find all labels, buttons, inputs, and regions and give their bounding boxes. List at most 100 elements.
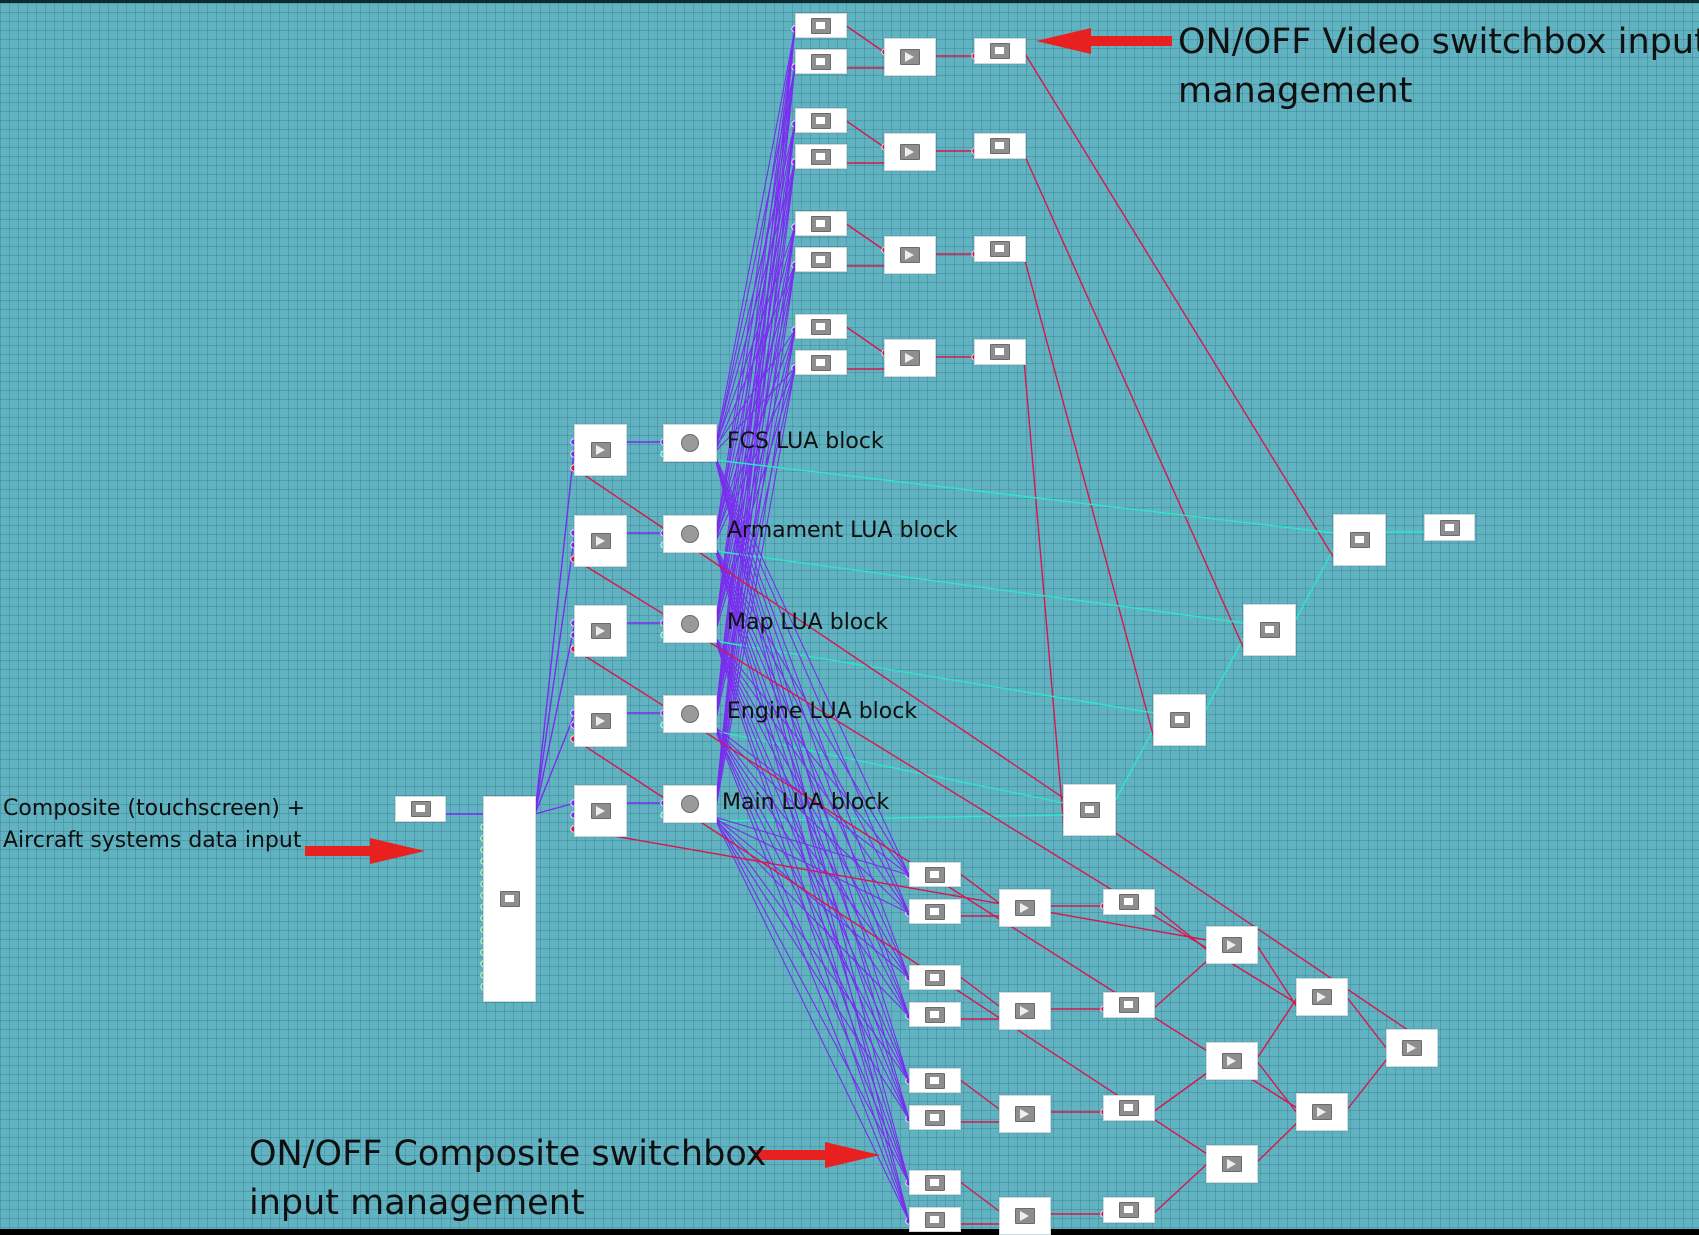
video-router-a-2[interactable]	[795, 211, 847, 236]
wire-lua0-ca2	[714, 455, 910, 1082]
router-block-engine[interactable]	[574, 695, 627, 747]
lua-icon	[681, 795, 699, 813]
wire-lua4-cb3	[714, 818, 910, 1222]
comp-router-b-2[interactable]	[909, 1105, 961, 1130]
monitor-3[interactable]	[1153, 694, 1206, 746]
router-icon	[811, 354, 831, 371]
video-router-b-0[interactable]	[795, 49, 847, 74]
video-router-a-3[interactable]	[795, 314, 847, 339]
mixer-play-icon	[900, 247, 920, 263]
monitor-4[interactable]	[1063, 784, 1116, 836]
video-router-a-0[interactable]	[795, 13, 847, 38]
input-splitter-block[interactable]	[483, 796, 536, 1002]
video-mixer-0[interactable]	[884, 38, 936, 76]
comp-router-b-1[interactable]	[909, 1002, 961, 1027]
wire-lua1-cb3	[714, 548, 910, 1222]
annotation-composite-switchbox-line1: ON/OFF Composite switchbox	[249, 1134, 767, 1174]
mixer-play-icon	[1222, 1053, 1242, 1069]
wire-lua2-cb3	[714, 638, 910, 1222]
comp-mixer-3[interactable]	[999, 1197, 1051, 1235]
wire-lua2-ca3	[714, 636, 910, 1184]
wire-va-mix-3	[844, 325, 885, 354]
mixer-play-icon	[1312, 1104, 1332, 1120]
router-icon	[811, 17, 831, 34]
video-mixer-2[interactable]	[884, 236, 936, 274]
video-router-b-3[interactable]	[795, 350, 847, 375]
video-switch-1[interactable]	[974, 133, 1026, 159]
wire-splitter-to-router-map	[534, 622, 576, 815]
wire-splitter-to-router-engine	[534, 712, 576, 815]
router-icon	[811, 251, 831, 268]
wire-lua0-va3	[714, 329, 796, 449]
wire-lua4-ca2	[714, 816, 910, 1082]
wire-lua-fcs-m1	[714, 459, 1335, 534]
router-icon	[925, 1109, 945, 1126]
wire-lua2-ca1	[714, 636, 910, 979]
video-router-a-1[interactable]	[795, 108, 847, 133]
tree-mixer-1[interactable]	[1206, 926, 1258, 964]
switch-icon	[1119, 894, 1139, 910]
comp-router-b-3[interactable]	[909, 1207, 961, 1232]
video-switch-3[interactable]	[974, 339, 1026, 365]
video-switch-0[interactable]	[974, 38, 1026, 64]
wire-splitter-to-router-fcs	[534, 441, 576, 815]
router-icon	[590, 803, 611, 819]
mixer-play-icon	[1312, 989, 1332, 1005]
tree-mixer-4[interactable]	[1296, 978, 1348, 1016]
monitor-1[interactable]	[1333, 514, 1386, 566]
wire-lua3-va1	[714, 123, 796, 720]
video-router-b-2[interactable]	[795, 247, 847, 272]
comp-router-a-2[interactable]	[909, 1068, 961, 1093]
mixer-play-icon	[1015, 900, 1035, 916]
comp-mixer-0[interactable]	[999, 889, 1051, 927]
tree-mixer-3[interactable]	[1206, 1145, 1258, 1183]
mixer-play-icon	[900, 144, 920, 160]
comp-switch-0[interactable]	[1103, 889, 1155, 915]
switch-icon	[990, 43, 1010, 59]
comp-switch-3[interactable]	[1103, 1197, 1155, 1223]
comp-switch-2[interactable]	[1103, 1095, 1155, 1121]
wire-lua2-ca0	[714, 636, 910, 876]
wire-lua4-vb1	[714, 161, 796, 814]
wire-lua0-ca1	[714, 455, 910, 979]
router-block-map[interactable]	[574, 605, 627, 657]
wire-lua1-ca3	[714, 546, 910, 1184]
tree-mixer-5[interactable]	[1296, 1093, 1348, 1131]
tree-mixer-2[interactable]	[1206, 1042, 1258, 1080]
lua-block-main[interactable]	[663, 785, 717, 823]
comp-switch-1[interactable]	[1103, 992, 1155, 1018]
monitor-icon	[1169, 712, 1190, 728]
output-block[interactable]	[1424, 514, 1475, 541]
wire-lua2-cb0	[714, 638, 910, 914]
monitor-2[interactable]	[1243, 604, 1296, 656]
lua-block-armament[interactable]	[663, 515, 717, 553]
router-block-main[interactable]	[574, 785, 627, 837]
router-block-armament[interactable]	[574, 515, 627, 567]
router-icon	[590, 623, 611, 639]
comp-router-a-0[interactable]	[909, 862, 961, 887]
source-block[interactable]	[395, 796, 446, 822]
lua-block-fcs[interactable]	[663, 424, 717, 462]
wire-lua0-va1	[714, 123, 796, 449]
tree-mixer-6[interactable]	[1386, 1029, 1438, 1067]
router-block-fcs[interactable]	[574, 424, 627, 476]
video-router-b-1[interactable]	[795, 144, 847, 169]
router-icon	[590, 713, 611, 729]
label-armament-lua: Armament LUA block	[727, 518, 958, 543]
annotation-composite-input-line1: Composite (touchscreen) +	[3, 796, 306, 821]
video-mixer-3[interactable]	[884, 339, 936, 377]
comp-router-b-0[interactable]	[909, 899, 961, 924]
video-switch-2[interactable]	[974, 236, 1026, 262]
comp-mixer-2[interactable]	[999, 1095, 1051, 1133]
comp-router-a-1[interactable]	[909, 965, 961, 990]
lua-block-map[interactable]	[663, 605, 717, 643]
comp-router-a-3[interactable]	[909, 1170, 961, 1195]
wire-lua0-cb2	[714, 457, 910, 1120]
switch-icon	[1119, 1202, 1139, 1218]
arrow-composite-switchbox	[754, 1142, 880, 1168]
router-icon	[925, 1006, 945, 1023]
video-mixer-1[interactable]	[884, 133, 936, 171]
comp-mixer-1[interactable]	[999, 992, 1051, 1030]
lua-block-engine[interactable]	[663, 695, 717, 733]
